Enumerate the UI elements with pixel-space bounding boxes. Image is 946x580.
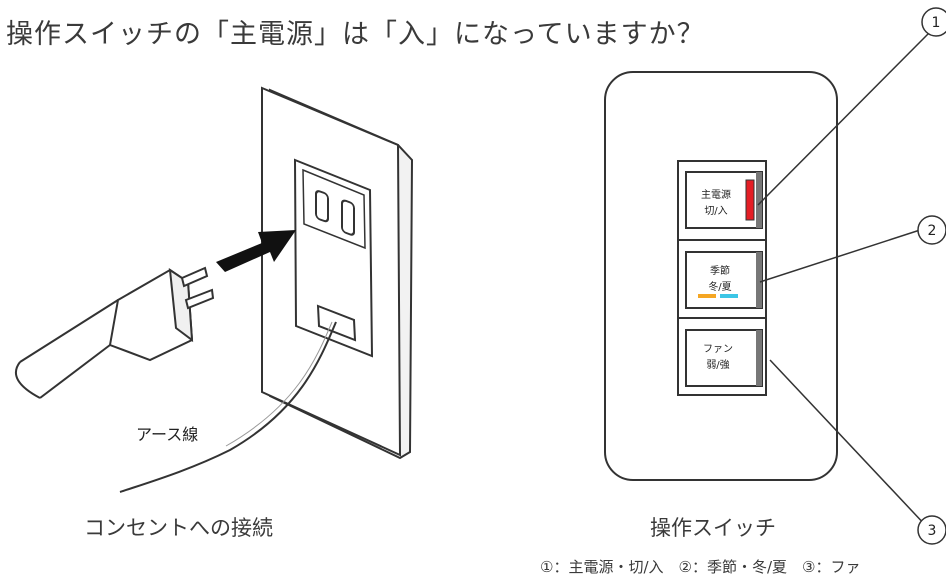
power-cord-end: [15, 361, 41, 399]
switch-legend: ①：主電源・切/入 ②：季節・冬/夏 ③：ファ: [540, 558, 861, 576]
callout-2-marker: [917, 215, 946, 245]
ground-wire-inner: [225, 321, 333, 447]
socket-hole-right: [341, 199, 355, 236]
callout-3-label: 3: [928, 523, 937, 539]
question-text: 操作スイッチの「主電源」は「入」になっていますか？: [6, 19, 705, 50]
plug-prong-1: [180, 266, 209, 288]
power-cord: [19, 299, 119, 363]
switch-2-indicator-summer: [720, 294, 738, 298]
callout-1-leader: [757, 33, 929, 206]
ground-wire-label: アース線: [136, 425, 198, 444]
switch-1-indicator: [745, 179, 755, 221]
ground-wire: [119, 321, 337, 493]
socket-hole-left: [315, 190, 329, 223]
switch-1-line1: 主電源: [701, 188, 731, 201]
switch-2-line2: 冬/夏: [708, 280, 731, 293]
outlet-caption: コンセントへの接続: [84, 516, 273, 540]
callout-3-marker: [917, 515, 946, 545]
switch-2-line1: 季節: [710, 264, 730, 277]
insert-arrow: [216, 230, 296, 272]
switch-2-indicator-winter: [698, 294, 716, 298]
callout-3-leader: [769, 359, 929, 529]
power-cord-lower: [39, 344, 111, 399]
switch-3-line1: ファン: [703, 344, 733, 355]
callout-1-marker: [921, 7, 946, 37]
callout-2-label: 2: [928, 223, 937, 239]
switch-2-button[interactable]: [685, 251, 763, 309]
plug-prong-2: [184, 288, 215, 310]
switch-1-line2: 切/入: [704, 205, 727, 217]
callout-2-leader: [759, 229, 921, 283]
switch-panel-caption: 操作スイッチ: [650, 516, 776, 540]
switch-3-button[interactable]: [685, 329, 763, 387]
switch-3-line2: 弱/強: [706, 358, 729, 371]
callout-1-label: 1: [932, 15, 941, 31]
